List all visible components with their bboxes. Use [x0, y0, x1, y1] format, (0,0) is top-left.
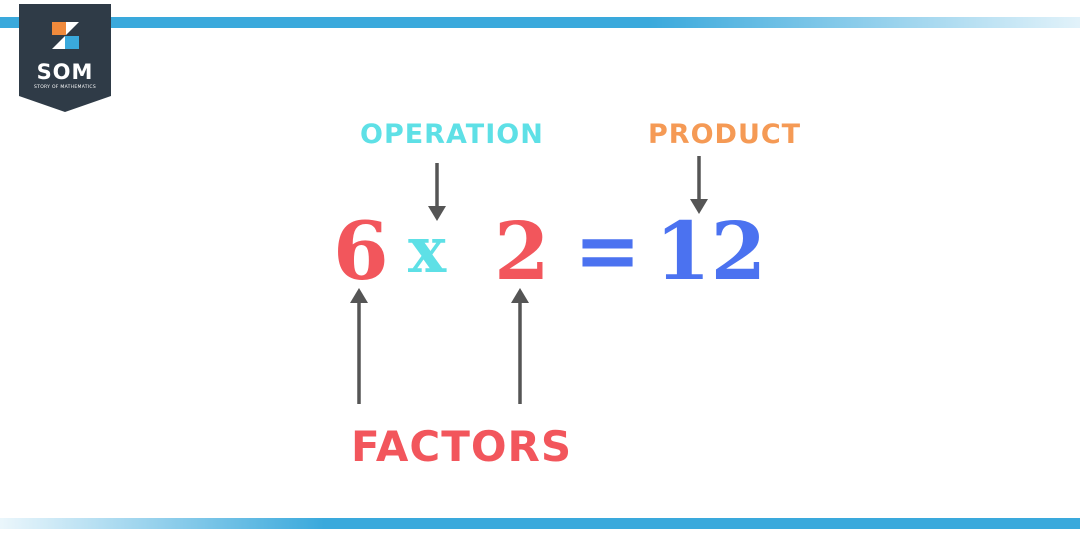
- product-label: PRODUCT: [648, 119, 802, 150]
- factors-label: FACTORS: [351, 422, 573, 471]
- product-arrow-icon: [690, 156, 708, 214]
- equals-sign: =: [574, 204, 642, 297]
- factor-one-arrow-icon: [350, 288, 368, 404]
- operation-label: OPERATION: [360, 119, 544, 150]
- logo-badge-icon: [19, 4, 111, 112]
- operation-arrow-icon: [428, 163, 446, 221]
- logo-subtitle: STORY OF MATHEMATICS: [34, 85, 96, 90]
- som-logo: SOM STORY OF MATHEMATICS: [19, 4, 111, 112]
- factor-one: 6: [333, 204, 389, 298]
- product-value: 12: [655, 204, 767, 298]
- logo-name: SOM: [36, 60, 94, 84]
- factor-two-arrow-icon: [511, 288, 529, 404]
- multiplication-operator: x: [408, 213, 447, 288]
- bottom-band: [0, 518, 1080, 529]
- factor-two: 2: [494, 204, 550, 298]
- top-band: [0, 17, 1080, 28]
